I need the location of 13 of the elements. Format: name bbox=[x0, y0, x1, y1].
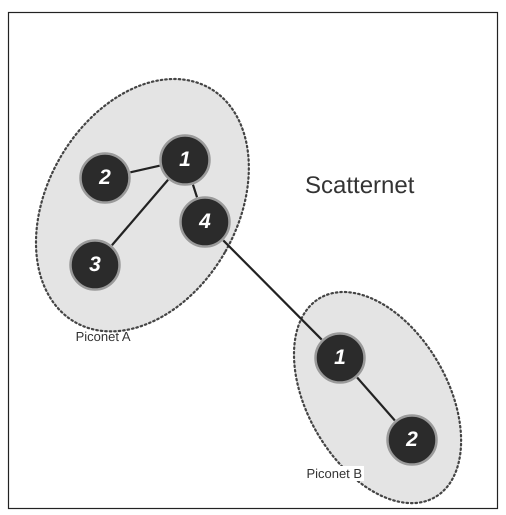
device-number: 3 bbox=[89, 254, 101, 276]
group-label: Piconet A bbox=[76, 329, 131, 344]
link-line bbox=[222, 240, 322, 340]
link-line bbox=[356, 376, 396, 422]
device-number: 2 bbox=[406, 429, 418, 450]
link-line bbox=[130, 164, 160, 174]
device-number: 2 bbox=[99, 167, 111, 188]
network-label: Scatternet bbox=[305, 172, 414, 200]
link-line bbox=[192, 184, 198, 198]
device-number: 1 bbox=[179, 149, 191, 170]
device-number: 1 bbox=[334, 347, 346, 368]
link-line bbox=[111, 179, 169, 246]
device-number: 4 bbox=[199, 211, 211, 232]
